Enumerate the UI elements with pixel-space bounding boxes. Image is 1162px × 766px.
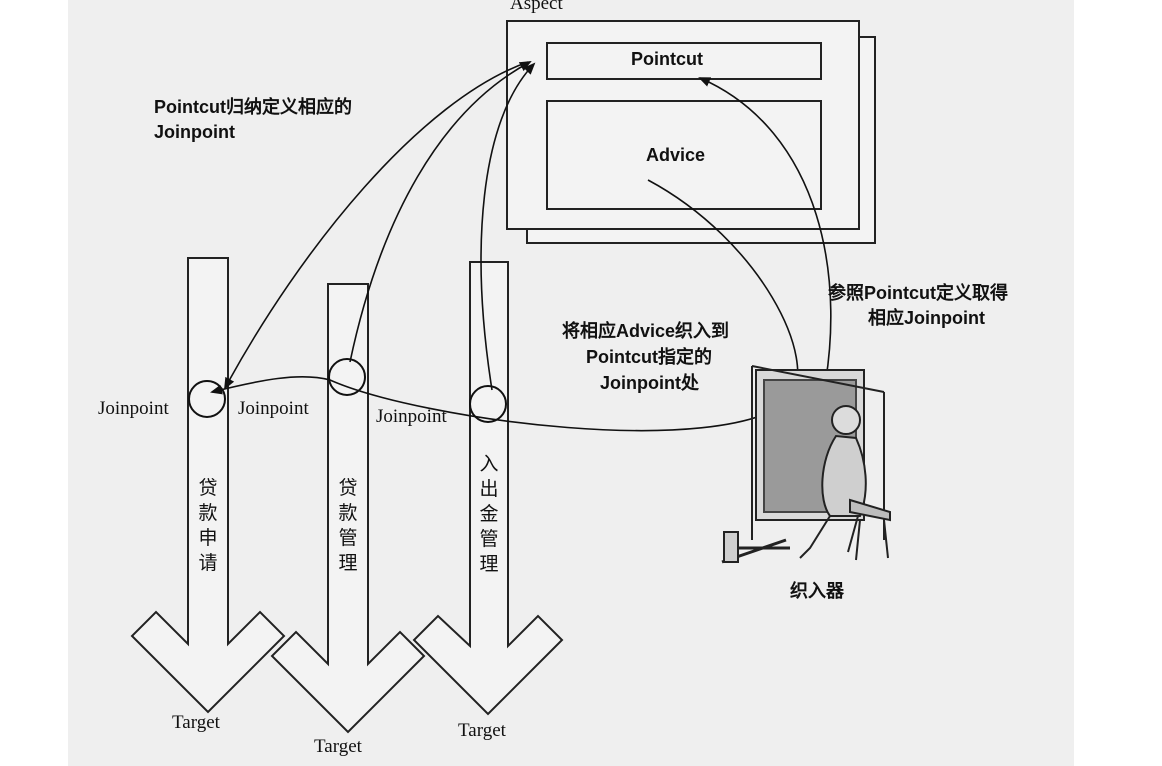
joinpoint-label-3: Joinpoint: [376, 406, 447, 427]
target-label-3: Target: [458, 720, 506, 741]
joinpoint-circle-2: [328, 358, 366, 396]
target-name-3: 入出金管理: [479, 454, 499, 575]
joinpoint-circle-1: [188, 380, 226, 418]
weaver-illustration: [721, 365, 891, 564]
get-joinpoint-line2: 相应Joinpoint: [868, 308, 985, 328]
target-arrow-2: [270, 283, 426, 734]
target-arrow-1: [130, 257, 286, 714]
weaver-label: 织入器: [790, 581, 844, 601]
curve-joinpoint-2-to-pointcut: [349, 61, 532, 363]
get-joinpoint-line1: 参照Pointcut定义取得: [828, 283, 1008, 303]
advice-label: Advice: [646, 145, 706, 165]
pointcut-defines-line2: Joinpoint: [154, 122, 235, 142]
aspect-title: Aspect: [510, 0, 563, 14]
weave-advice-line3: Joinpoint处: [600, 373, 699, 393]
weave-advice-line1: 将相应Advice织入到: [562, 321, 730, 341]
target-name-2: 贷款管理: [338, 478, 358, 574]
pointcut-box: [546, 42, 822, 80]
target-arrow-3: [412, 261, 564, 716]
target-name-1: 贷款申请: [198, 478, 218, 574]
target-label-1: Target: [172, 712, 220, 733]
joinpoint-circle-3: [469, 385, 507, 423]
curve-weaver-to-pointcut: [698, 77, 832, 411]
pointcut-defines-line1: Pointcut归纳定义相应的: [154, 97, 352, 117]
target-label-2: Target: [314, 736, 362, 757]
curve-joinpoint-3-to-pointcut: [480, 62, 536, 391]
curve-advice-to-joinpoint: [210, 179, 799, 432]
advice-box: [546, 100, 822, 210]
joinpoint-label-1: Joinpoint: [98, 398, 169, 419]
curve-pointcut-to-joinpoint-1: [224, 61, 529, 390]
joinpoint-label-2: Joinpoint: [238, 398, 309, 419]
pointcut-label: Pointcut: [631, 49, 703, 69]
weave-advice-line2: Pointcut指定的: [586, 347, 712, 367]
